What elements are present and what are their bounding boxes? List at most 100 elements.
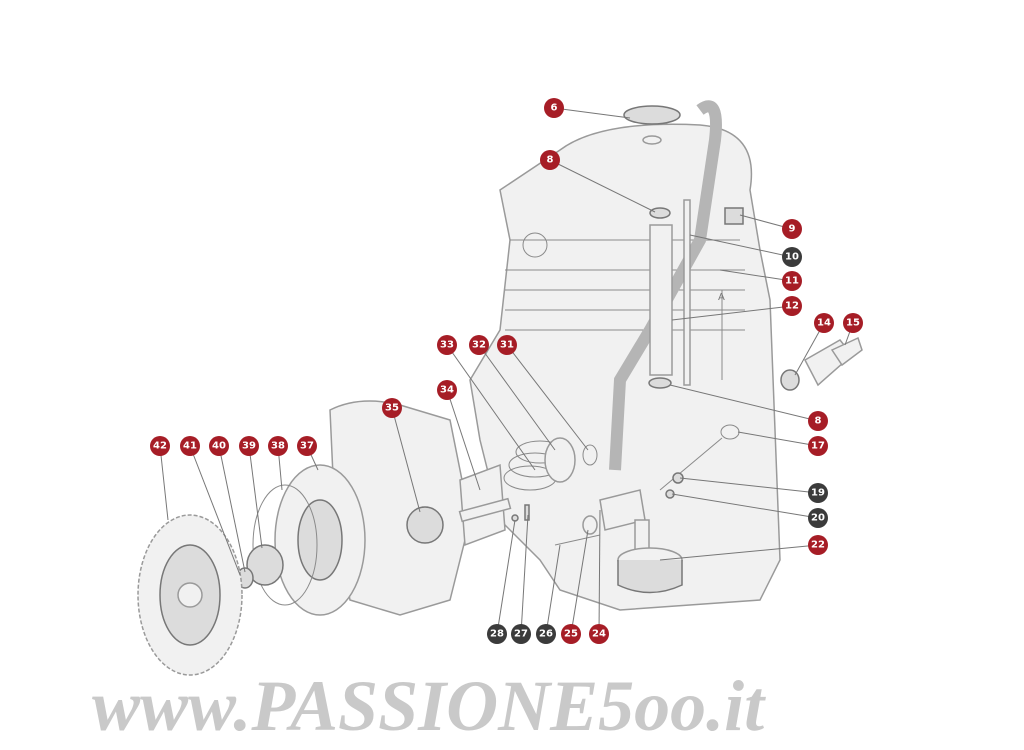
part-label-26: 26 <box>536 624 556 644</box>
leader-line <box>248 445 263 549</box>
badge-number: 28 <box>490 629 504 640</box>
badge-circle <box>808 411 828 431</box>
part-label-39: 39 <box>239 436 259 456</box>
leader-line <box>679 477 819 494</box>
part-label-14: 14 <box>814 313 834 333</box>
leader-line <box>496 519 516 635</box>
badge-circle <box>437 380 457 400</box>
badge-number: 35 <box>385 403 399 414</box>
badge-circle <box>544 98 564 118</box>
leader-line <box>189 445 241 576</box>
badge-circle <box>782 219 802 239</box>
part-label-8: 8 <box>808 411 828 431</box>
watermark: www.PASSIONE5oo.it <box>92 666 766 746</box>
badge-circle <box>814 313 834 333</box>
leader-line <box>478 344 556 451</box>
badge-number: 6 <box>551 103 558 114</box>
part-label-34: 34 <box>437 380 457 400</box>
leader-line <box>446 344 536 471</box>
badge-number: 8 <box>815 416 822 427</box>
filler-tube <box>648 207 673 389</box>
badge-number: 31 <box>500 340 514 351</box>
badge-number: 20 <box>811 513 825 524</box>
badge-number: 11 <box>785 276 799 287</box>
badge-circle <box>808 535 828 555</box>
badge-circle <box>180 436 200 456</box>
part-label-10: 10 <box>782 247 802 267</box>
part-label-8: 8 <box>540 150 560 170</box>
badge-number: 33 <box>440 340 454 351</box>
badge-circle <box>843 313 863 333</box>
part-label-17: 17 <box>808 436 828 456</box>
part-label-37: 37 <box>297 436 317 456</box>
badge-circle <box>382 398 402 418</box>
badge-number: 24 <box>592 629 606 640</box>
badge-number: 27 <box>514 629 528 640</box>
badge-number: 10 <box>785 252 799 263</box>
badge-circle <box>782 296 802 316</box>
dipstick <box>683 199 691 386</box>
leader-line <box>218 445 246 573</box>
engine-block <box>329 123 781 616</box>
part-label-22: 22 <box>808 535 828 555</box>
part-label-11: 11 <box>782 271 802 291</box>
part-label-15: 15 <box>843 313 863 333</box>
leader-line <box>159 445 169 521</box>
badge-number: 41 <box>183 441 197 452</box>
badge-circle <box>808 483 828 503</box>
badge-number: 38 <box>271 441 285 452</box>
badge-circle <box>469 335 489 355</box>
oil-pump <box>406 437 598 547</box>
leader-line <box>391 407 421 513</box>
part-label-38: 38 <box>268 436 288 456</box>
leader-line <box>570 529 589 635</box>
badge-circle <box>782 271 802 291</box>
badge-number: 25 <box>564 629 578 640</box>
leader-line <box>598 509 601 635</box>
badge-circle <box>536 624 556 644</box>
badge-circle <box>209 436 229 456</box>
part-label-42: 42 <box>150 436 170 456</box>
plugs <box>780 336 863 391</box>
badge-circle <box>268 436 288 456</box>
part-label-24: 24 <box>589 624 609 644</box>
leader-line <box>671 493 819 519</box>
leader-lines <box>159 107 854 635</box>
badge-number: 22 <box>811 540 825 551</box>
part-label-6: 6 <box>544 98 564 118</box>
badge-number: 9 <box>789 224 796 235</box>
badge-number: 8 <box>547 155 554 166</box>
badge-circle <box>497 335 517 355</box>
filler-cap <box>623 105 681 145</box>
leader-line <box>545 544 561 635</box>
part-label-25: 25 <box>561 624 581 644</box>
part-label-20: 20 <box>808 508 828 528</box>
part-label-27: 27 <box>511 624 531 644</box>
badge-number: 19 <box>811 488 825 499</box>
badge-circle <box>150 436 170 456</box>
part-label-19: 19 <box>808 483 828 503</box>
badge-number: 12 <box>785 301 799 312</box>
badge-number: 26 <box>539 629 553 640</box>
part-label-33: 33 <box>437 335 457 355</box>
oil-strainer <box>554 489 683 594</box>
badge-number: 32 <box>472 340 486 351</box>
badge-circle <box>511 624 531 644</box>
flywheel-assembly <box>137 464 366 676</box>
part-label-31: 31 <box>497 335 517 355</box>
badge-circle <box>297 436 317 456</box>
leader-line <box>553 107 631 119</box>
badge-circle <box>808 508 828 528</box>
clip <box>724 207 744 225</box>
badge-circle <box>589 624 609 644</box>
badge-number: 39 <box>242 441 256 452</box>
badge-number: 37 <box>300 441 314 452</box>
leader-line <box>446 389 481 491</box>
badge-circle <box>540 150 560 170</box>
leader-line <box>549 159 656 213</box>
badge-number: 42 <box>153 441 167 452</box>
part-label-28: 28 <box>487 624 507 644</box>
badge-circle <box>487 624 507 644</box>
leader-line <box>520 514 529 635</box>
